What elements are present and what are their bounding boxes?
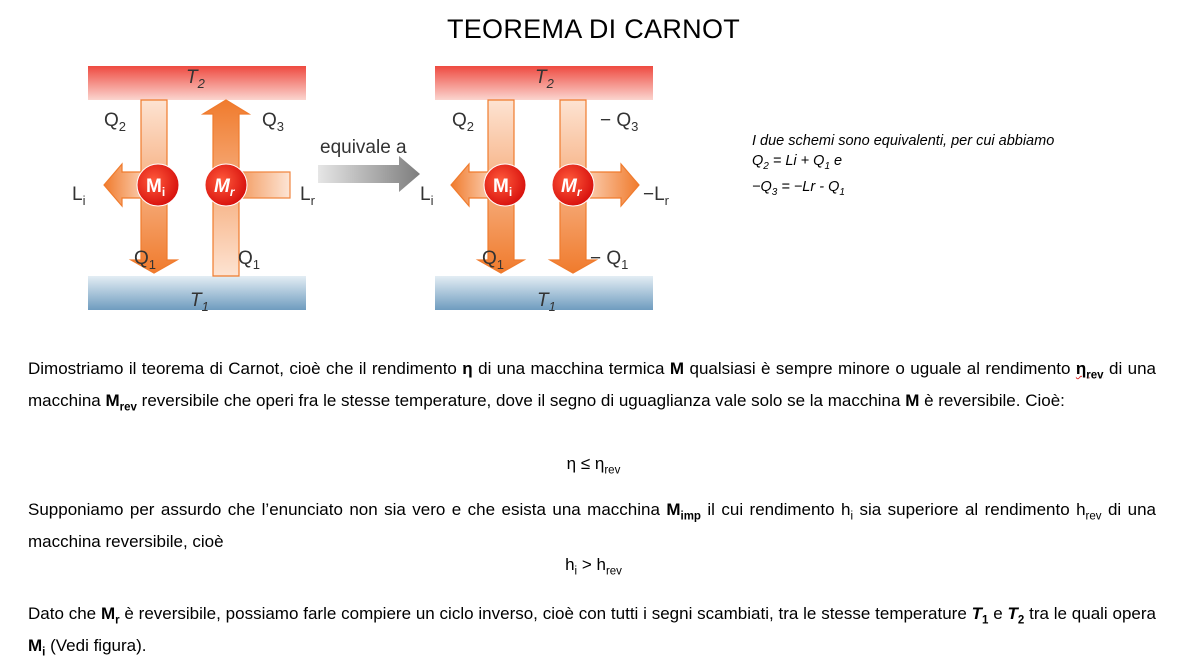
- machine-mr: [204, 163, 248, 207]
- equation-1: η ≤ ηrev: [566, 454, 621, 477]
- paragraph-hypothesis: Supponiamo per assurdo che l’enunciato n…: [28, 500, 1156, 552]
- svg-text:Mr: Mr: [561, 176, 583, 199]
- q1-left-label: Q1: [134, 248, 156, 272]
- note-line-1: I due schemi sono equivalenti, per cui a…: [752, 133, 1055, 149]
- q3-label: Q3: [262, 110, 284, 134]
- q1-right-label-right: − Q1: [590, 248, 628, 272]
- t1-label: T1: [190, 290, 209, 314]
- machine-mr-right: [551, 163, 595, 207]
- machine-mi-right: [483, 163, 527, 207]
- note-line-2: Q2 = Li + Q1 e: [752, 153, 843, 172]
- li-label-right: Li: [420, 184, 434, 208]
- machine-mi: [136, 163, 180, 207]
- equation-2: hi > hrev: [565, 555, 622, 578]
- q1-left-label-right: Q1: [482, 248, 504, 272]
- paragraph-reverse-cycle: Dato che Mr è reversibile, possiamo farl…: [28, 604, 1156, 659]
- right-diagram: Mi Mr T2 T1 Q2 − Q3 Li −Lr Q1 − Q1: [420, 66, 670, 314]
- svg-text:Mi: Mi: [146, 176, 165, 199]
- q2-label: Q2: [104, 110, 126, 134]
- cold-reservoir: [88, 276, 306, 310]
- svg-text:Mr: Mr: [214, 176, 236, 199]
- paragraph-theorem: Dimostriamo il teorema di Carnot, cioè c…: [28, 359, 1157, 414]
- equivalence-note: I due schemi sono equivalenti, per cui a…: [752, 131, 1172, 203]
- lr-label-right: −Lr: [643, 184, 670, 208]
- svg-text:Mi: Mi: [493, 176, 512, 199]
- q2-label-right: Q2: [452, 110, 474, 134]
- t2-label-right: T2: [535, 67, 555, 91]
- left-diagram: Mi Mr T2 T1 Q2 Q3 Li Lr Q1 Q1: [72, 66, 316, 314]
- q1-right-label: Q1: [238, 248, 260, 272]
- li-label: Li: [72, 184, 86, 208]
- hot-reservoir-right: [435, 66, 653, 100]
- equivale-connector: equivale a: [318, 137, 420, 192]
- hot-reservoir: [88, 66, 306, 100]
- page-title: TEOREMA DI CARNOT: [446, 14, 741, 44]
- q3-label-right: − Q3: [600, 110, 638, 134]
- equivale-label: equivale a: [320, 137, 407, 158]
- lr-label: Lr: [300, 184, 316, 208]
- t1-label-right: T1: [537, 290, 556, 314]
- t2-label: T2: [186, 67, 206, 91]
- note-line-3: −Q3 = −Lr - Q1: [752, 178, 845, 198]
- equivale-arrow-icon: [318, 156, 420, 192]
- carnot-diagram: Mi Mr T2 T1 Q2 Q3 Li Lr Q1 Q1 equivale a…: [72, 66, 670, 314]
- cold-reservoir-right: [435, 276, 653, 310]
